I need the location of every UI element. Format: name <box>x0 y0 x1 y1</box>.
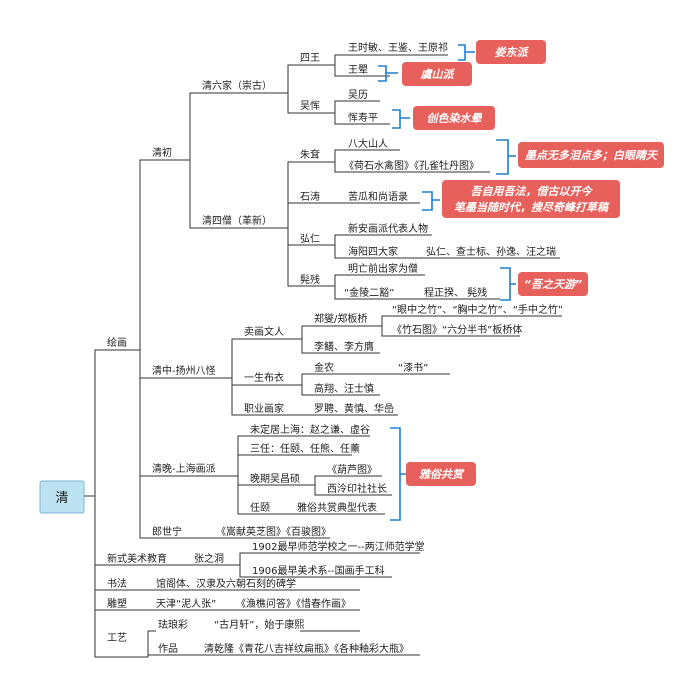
kuncan-row2: “金陵二豁” <box>344 286 394 299</box>
annotations: 娄东派 虞山派 创色染水晕 墨点无多泪点多；白眼睛天 吾自用吾法，借古以开今 笔… <box>378 40 664 521</box>
node-wuyun[interactable]: 吴恽 <box>300 99 320 112</box>
qi-shu: “漆书” <box>398 361 428 374</box>
renyi-note: 雅俗共赏典型代表 <box>297 501 377 514</box>
zhuda-row2: 《荷石水禽图》《孔雀牡丹图》 <box>344 159 479 172</box>
wuyun-row1: 吴历 <box>348 89 368 101</box>
gongyi-works: 清乾隆《青花八吉祥纹扁瓶》《各种釉彩大瓶》 <box>204 642 409 655</box>
gongyi-guyuexuan: “古月轩”，始于康熙 <box>214 618 304 631</box>
kuncan-row1: 明亡前出家为僧 <box>348 262 418 275</box>
node-wuchangshuo[interactable]: 晚期吴昌硕 <box>250 473 300 485</box>
li-names: 李鳝、李方膺 <box>314 340 374 353</box>
wu-xiling: 西泠印社社长 <box>327 482 387 495</box>
kuncan-row2-names: 程正揆、 髡残 <box>424 286 487 299</box>
wuyun-row2: 恽寿平 <box>348 111 378 124</box>
zheng-row1: “眼中之竹”、“胸中之竹”、“手中之竹” <box>392 303 563 316</box>
node-qingchu[interactable]: 清初 <box>152 146 172 159</box>
siwang-row1: 王时敏、王鉴、王原祁 <box>348 41 448 54</box>
root-label: 清 <box>55 491 68 506</box>
branch-shufa[interactable]: 书法 <box>107 577 127 590</box>
tag-kuncan[interactable] <box>518 272 588 296</box>
tag-shitao[interactable] <box>442 180 620 218</box>
meishu-person: 张之洞 <box>194 552 224 565</box>
tag-bada-text: 墨点无多泪点多；白眼睛天 <box>525 149 659 162</box>
hongren-row1: 新安画派代表人物 <box>348 222 428 235</box>
node-shitao[interactable]: 石涛 <box>300 190 320 203</box>
node-zhiye[interactable]: 职业画家 <box>244 402 284 415</box>
lang-works: 《嵩献英芝图》《百骏图》 <box>216 525 331 538</box>
node-hongren[interactable]: 弘仁 <box>300 233 320 245</box>
shanghai-weiding: 未定居上海：赵之谦、虚谷 <box>250 423 370 436</box>
tag-loudong-text: 娄东派 <box>495 46 530 59</box>
zhuda-row1: 八大山人 <box>348 137 388 150</box>
root-node[interactable] <box>39 480 85 514</box>
jin-nong: 金农 <box>314 361 334 374</box>
node-zhuda[interactable]: 朱耷 <box>300 148 320 161</box>
zhiye-names: 罗聘、黄慎、华嵒 <box>314 402 394 415</box>
node-liujia[interactable]: 清六家（崇古） <box>202 79 272 92</box>
diaosu-name: 天津“泥人张” <box>156 597 216 610</box>
siwang-row2: 王翚 <box>348 64 368 76</box>
branch-diaosu[interactable]: 雕塑 <box>107 597 127 610</box>
tag-shitao-text-2: 笔墨当随时代，搜尽奇峰打草稿 <box>454 201 610 214</box>
tag-yasu-text: 雅俗共赏 <box>419 468 465 481</box>
node-maihua[interactable]: 卖画文人 <box>244 325 284 338</box>
branch-huihua[interactable]: 绘画 <box>107 336 127 349</box>
node-kuncan[interactable]: 髡残 <box>300 273 320 286</box>
tag-shitao-text-1: 吾自用吾法，借古以开今 <box>471 185 594 198</box>
shufa-text: 馆阁体、汉隶及六朝石刻的碑学 <box>156 577 296 590</box>
hongren-row2-names: 弘仁、查士标、孙逸、汪之瑞 <box>426 245 556 258</box>
tag-kuncan-text: “吾之天游” <box>524 278 582 291</box>
node-yisheng[interactable]: 一生布衣 <box>244 371 284 384</box>
underlines <box>103 54 562 578</box>
node-siwang[interactable]: 四王 <box>300 53 320 64</box>
tag-yasu[interactable] <box>406 462 476 486</box>
meishu-row1: 1902最早师范学校之一--两江师范学堂 <box>252 540 425 553</box>
branch-meishu[interactable]: 新式美术教育 <box>107 552 167 565</box>
zheng-banqiao: 郑燮/郑板桥 <box>314 312 367 325</box>
meishu-row2: 1906最早美术系--国画手工科 <box>252 564 385 577</box>
node-shanghai[interactable]: 清晚-上海画派 <box>152 462 216 475</box>
tag-chuangse-text: 创色染水晕 <box>427 112 483 125</box>
node-yangzhou[interactable]: 清中-扬州八怪 <box>152 364 216 377</box>
tag-yushan[interactable] <box>402 62 472 86</box>
branch-gongyi[interactable]: 工艺 <box>107 632 127 644</box>
gongyi-zuopin: 作品 <box>158 643 178 655</box>
gongyi-falang: 珐琅彩 <box>158 618 188 631</box>
node-renyi[interactable]: 任颐 <box>250 501 270 514</box>
hongren-row2: 海阳四大家 <box>348 245 398 258</box>
shanghai-sanren: 三任：任颐、任熊、任薰 <box>250 442 360 455</box>
tag-chuangse[interactable] <box>413 106 495 130</box>
zheng-row2: 《竹石图》“六分半书”板桥体 <box>392 323 522 336</box>
wu-hulu: 《葫芦图》 <box>327 464 377 476</box>
gao-names: 高翔、汪士慎 <box>314 382 374 395</box>
diaosu-works: 《渔樵问答》《惜春作画》 <box>236 597 351 610</box>
node-lang[interactable]: 郎世宁 <box>152 525 182 538</box>
tag-yushan-text: 虞山派 <box>420 68 456 81</box>
node-siseng[interactable]: 清四僧（革新） <box>202 214 272 227</box>
tag-loudong[interactable] <box>476 40 546 64</box>
tag-bada[interactable] <box>518 142 664 168</box>
shitao-row1: 苦瓜和尚语录 <box>348 190 408 203</box>
